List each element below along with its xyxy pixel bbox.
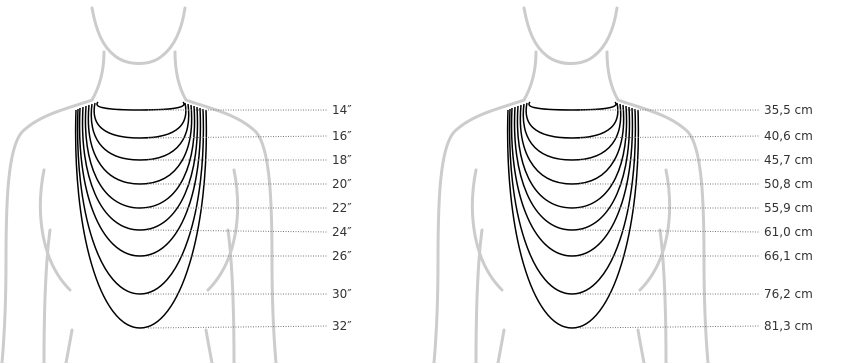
waist-left-outline	[498, 330, 504, 363]
necklace-chains	[508, 102, 639, 328]
neck-left-outline	[92, 52, 104, 100]
length-label-1: 35,5 cm	[764, 103, 813, 117]
torso-outline	[2, 8, 276, 363]
length-label-4: 50,8 cm	[764, 177, 813, 191]
necklace-chain-7	[80, 108, 201, 256]
necklace-chain-5	[517, 106, 626, 208]
leader-line-2	[580, 136, 760, 138]
necklace-chain-1	[529, 102, 616, 110]
necklace-chain-4	[88, 105, 191, 184]
head-outline	[524, 8, 617, 64]
length-label-8: 76,2 cm	[764, 287, 813, 301]
length-labels: 35,5 cm 40,6 cm 45,7 cm 50,8 cm 55,9 cm 61,0 …	[580, 103, 813, 333]
necklace-chains	[76, 102, 207, 328]
length-label-7: 66,1 cm	[764, 249, 813, 263]
length-label-5: 22″	[332, 201, 352, 215]
neck-right-outline	[607, 52, 618, 100]
waist-right-outline	[638, 330, 644, 363]
length-label-6: 24″	[332, 225, 352, 239]
necklace-chain-9	[76, 110, 207, 328]
head-outline	[92, 8, 185, 64]
length-label-2: 16″	[332, 129, 352, 143]
necklace-length-chart-centimeters: 35,5 cm 40,6 cm 45,7 cm 50,8 cm 55,9 cm 61,0 …	[432, 0, 864, 363]
length-label-4: 20″	[332, 177, 352, 191]
necklace-chain-4	[520, 105, 623, 184]
length-labels: 14″ 16″ 18″ 20″ 22″ 24″ 26″ 30″ 32″	[148, 103, 352, 333]
necklace-chain-1	[97, 102, 184, 110]
length-label-3: 18″	[332, 153, 352, 167]
length-label-9: 32″	[332, 319, 352, 333]
leader-line-6	[580, 230, 760, 232]
necklace-chain-9	[508, 110, 639, 328]
neck-left-outline	[524, 52, 536, 100]
necklace-chain-7	[512, 108, 633, 256]
length-label-5: 55,9 cm	[764, 201, 813, 215]
neck-right-outline	[175, 52, 186, 100]
shoulder-left-outline	[2, 100, 92, 363]
length-label-9: 81,3 cm	[764, 319, 813, 333]
necklace-chain-5	[85, 106, 194, 208]
length-label-8: 30″	[332, 287, 352, 301]
leader-line-9	[580, 326, 760, 328]
shoulder-left-outline	[434, 100, 524, 363]
necklace-length-chart-inches: 14″ 16″ 18″ 20″ 22″ 24″ 26″ 30″ 32″	[0, 0, 432, 363]
length-label-3: 45,7 cm	[764, 153, 813, 167]
leader-line-9	[148, 326, 328, 328]
waist-left-outline	[66, 330, 72, 363]
mannequin-centimeters: 35,5 cm 40,6 cm 45,7 cm 50,8 cm 55,9 cm 61,0 …	[432, 0, 864, 363]
length-label-2: 40,6 cm	[764, 129, 813, 143]
mannequin-inches: 14″ 16″ 18″ 20″ 22″ 24″ 26″ 30″ 32″	[0, 0, 432, 363]
length-label-6: 61,0 cm	[764, 225, 813, 239]
leader-line-2	[148, 136, 328, 138]
torso-outline	[434, 8, 708, 363]
length-label-1: 14″	[332, 103, 352, 117]
leader-line-6	[148, 230, 328, 232]
length-label-7: 26″	[332, 249, 352, 263]
waist-right-outline	[206, 330, 212, 363]
